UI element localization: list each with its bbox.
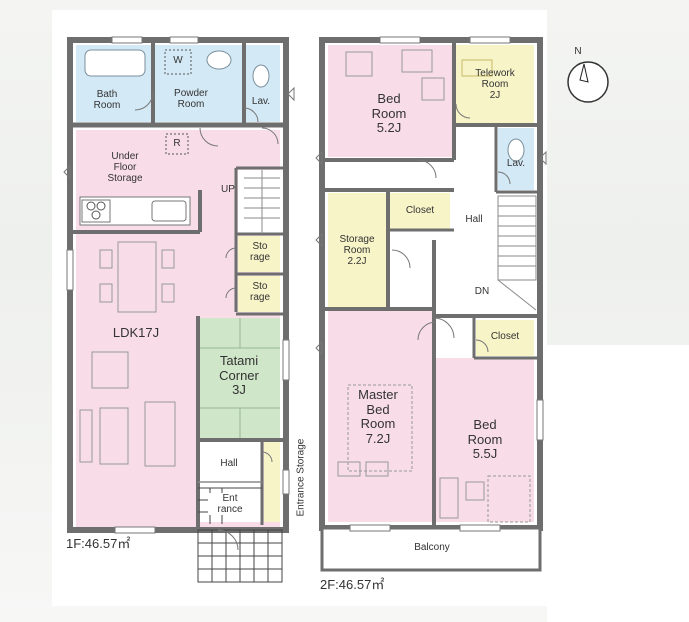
compass-north-label: N [574,46,582,57]
up-label: UP [221,184,235,195]
north-arrow-icon [567,61,609,103]
underfloor-storage-label: Under Floor Storage [107,151,143,185]
storage-1-label: Sto rage [249,241,270,264]
bed-room-5-2-label: Bed Room 5.2J [371,91,407,136]
master-bed-room [328,310,432,522]
stair-1f [238,170,280,234]
bed-room-5-5 [436,358,534,522]
telework-room [456,45,534,123]
master-bed-room-label: Master Bed Room 7.2J [358,387,398,446]
floor-1-area: 1F:46.57㎡ [66,536,131,551]
telework-room-label: Telework Room 2J [475,68,515,102]
hall-1f-label: Hall [220,458,238,469]
ldk-label: LDK17J [112,325,160,340]
balcony-label: Balcony [414,542,450,553]
storage-1 [238,236,280,272]
powder-room-label: Powder Room [174,88,208,111]
closet-1 [390,193,450,229]
storage-2-label: Sto rage [249,281,270,304]
floor-2-area: 2F:46.57㎡ [320,577,385,592]
tatami-label: Tatami Corner 3J [219,353,259,398]
closet-2 [476,320,534,356]
closet-1-label: Closet [405,205,435,216]
bed-room-5-5-label: Bed Room 5.5J [467,417,503,462]
compass: N [560,46,616,106]
dn-label: DN [474,286,490,297]
floor-plan-card-extension [547,345,689,622]
refrigerator-label: R [173,138,181,149]
bed-room-5-2 [328,45,452,157]
lav-2f-label: Lav. [506,158,526,169]
entrance-storage [264,442,280,522]
hall-2f-label: Hall [465,214,483,225]
lav-1f-label: Lav. [251,96,271,107]
hall-1f [196,442,262,482]
storage-room-label: Storage Room 2.2J [339,234,375,268]
bath-room-label: Bath Room [93,89,121,112]
washer-label: W [173,55,183,66]
entrance-label: Ent rance [208,493,252,516]
storage-2 [238,276,280,312]
closet-2-label: Closet [490,331,520,342]
storage-room [328,193,386,307]
